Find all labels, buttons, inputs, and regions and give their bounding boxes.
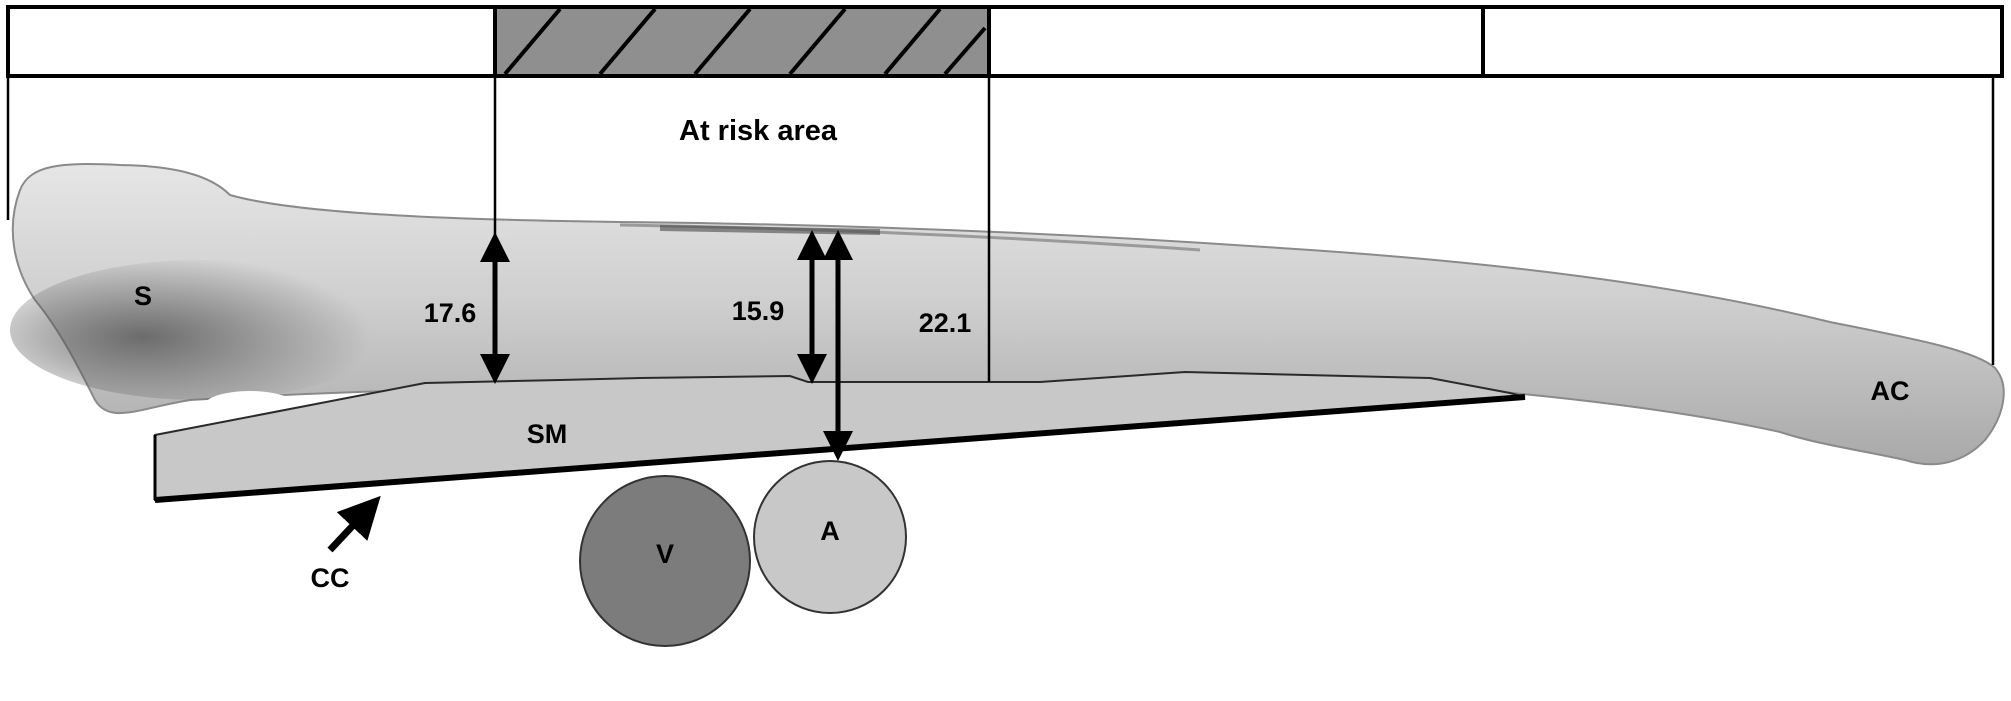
zone-4 [1481,5,2004,78]
cc-label: CC [311,563,350,593]
measurement-17-6: 17.6 [424,298,477,328]
subclavius-muscle-label: SM [527,419,568,449]
measurement-15-9: 15.9 [732,296,785,326]
measurement-arrows [480,230,853,461]
artery-label: A [820,516,840,546]
hatch-lines [503,7,987,76]
subclavian-artery [753,460,907,614]
clavicle-shape [11,163,2005,466]
subclavian-vein [579,475,751,647]
at-risk-area-label: At risk area [679,115,838,147]
bone-dark-mark [659,225,881,235]
sternal-shading [10,260,390,400]
zone-1 [6,5,497,78]
zone-bar [6,5,2004,78]
boundary-lines [6,76,1995,382]
zone-3 [987,5,1485,78]
acromial-end-label: AC [1871,376,1910,406]
cc-arrow [327,495,381,553]
vein-label: V [656,539,674,569]
measurement-22-1: 22.1 [919,308,972,338]
sternal-end-label: S [134,281,152,311]
